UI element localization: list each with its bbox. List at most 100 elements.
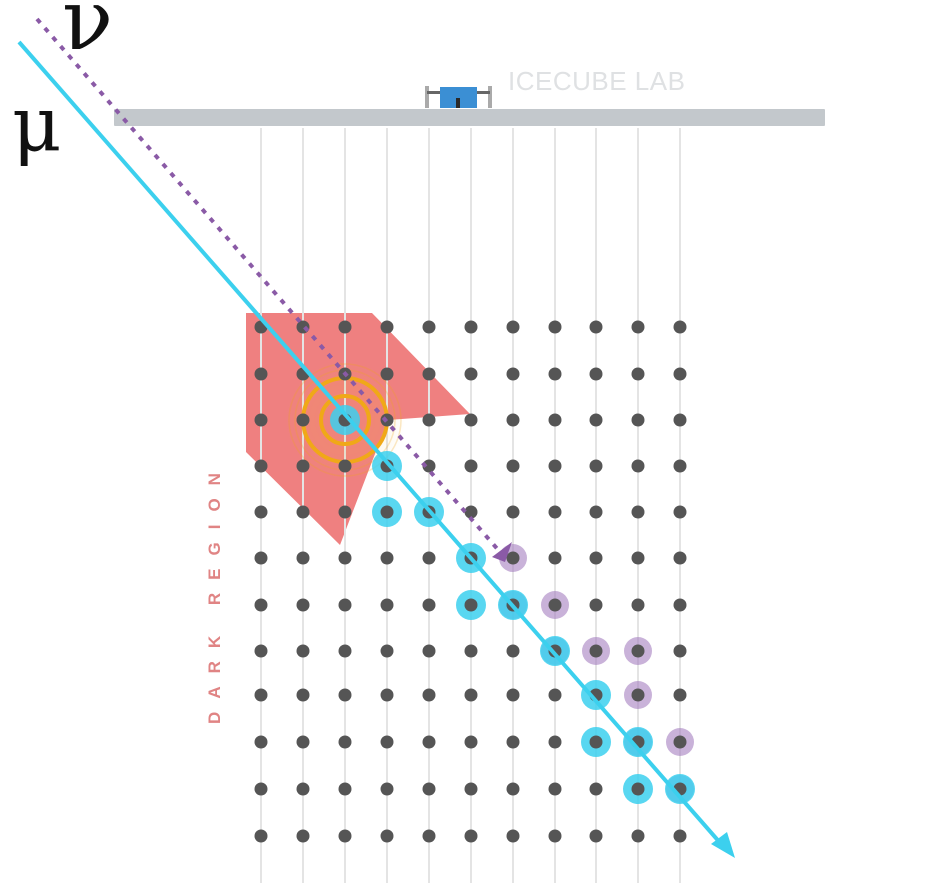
- dom-dot: [464, 782, 478, 796]
- dom-dot: [422, 688, 436, 702]
- dom-dot: [548, 598, 562, 612]
- dom-dot: [422, 829, 436, 843]
- dom-dot: [631, 505, 645, 519]
- dom-dot: [506, 551, 520, 565]
- dom-dot: [338, 505, 352, 519]
- dom-dot: [380, 320, 394, 334]
- dom-dot: [380, 829, 394, 843]
- dom-dot: [548, 688, 562, 702]
- dom-dot: [506, 735, 520, 749]
- dom-dot: [464, 829, 478, 843]
- neutrino-symbol: ν: [62, 0, 114, 69]
- dom-dot: [380, 782, 394, 796]
- dom-dot: [506, 413, 520, 427]
- dom-dot: [254, 598, 268, 612]
- dom-dot: [631, 598, 645, 612]
- dom-dot: [631, 367, 645, 381]
- dom-dot: [380, 459, 394, 473]
- dom-dot: [296, 735, 310, 749]
- dom-dot: [548, 320, 562, 334]
- dom-dot: [338, 551, 352, 565]
- muon-track: [17, 40, 724, 847]
- dom-dot: [338, 459, 352, 473]
- dom-dot: [254, 413, 268, 427]
- dom-dot: [422, 551, 436, 565]
- lab-label: ICECUBE LAB: [508, 66, 686, 96]
- dom-dot: [338, 688, 352, 702]
- dom-dot: [631, 320, 645, 334]
- dom-dot: [254, 367, 268, 381]
- dom-dot: [506, 367, 520, 381]
- dom-dot: [589, 413, 603, 427]
- interaction-ring-faint: [288, 363, 402, 477]
- dom-dot: [673, 688, 687, 702]
- dom-dot: [422, 459, 436, 473]
- dom-dot: [254, 735, 268, 749]
- dom-dot: [380, 505, 394, 519]
- dom-dot: [589, 598, 603, 612]
- dom-dot: [296, 644, 310, 658]
- dom-dot: [506, 459, 520, 473]
- dom-dot: [254, 644, 268, 658]
- dom-dot: [548, 829, 562, 843]
- dom-dot: [673, 829, 687, 843]
- dom-dot: [589, 782, 603, 796]
- dom-dot: [338, 598, 352, 612]
- dom-dot: [338, 644, 352, 658]
- dom-dot: [631, 459, 645, 473]
- dom-dot: [464, 735, 478, 749]
- dom-dot: [254, 782, 268, 796]
- dom-dot: [422, 782, 436, 796]
- neutrino-arrow-icon: [492, 542, 512, 562]
- dom-dot: [673, 735, 687, 749]
- dom-dot: [506, 829, 520, 843]
- dom-dot: [673, 505, 687, 519]
- dom-dot: [589, 644, 603, 658]
- dom-dot: [380, 735, 394, 749]
- dom-dot: [589, 367, 603, 381]
- dom-dot: [548, 782, 562, 796]
- dom-dot: [254, 459, 268, 473]
- dom-dot: [296, 829, 310, 843]
- dom-dot: [506, 688, 520, 702]
- dom-dot: [338, 735, 352, 749]
- dom-dot: [464, 644, 478, 658]
- dom-dot: [464, 598, 478, 612]
- dom-dot: [338, 829, 352, 843]
- dom-dot: [631, 551, 645, 565]
- dom-dot: [589, 459, 603, 473]
- dom-dot: [464, 459, 478, 473]
- dom-dot: [506, 644, 520, 658]
- dom-dot: [296, 413, 310, 427]
- dom-dot: [673, 320, 687, 334]
- dom-dot: [380, 644, 394, 658]
- dom-dot: [506, 782, 520, 796]
- interaction-ring-inner: [319, 394, 371, 446]
- dom-dot: [673, 459, 687, 473]
- dom-dot: [673, 413, 687, 427]
- muon-symbol: μ: [12, 79, 62, 168]
- dom-dot: [338, 320, 352, 334]
- dom-dot: [296, 505, 310, 519]
- dom-dot: [673, 551, 687, 565]
- dom-dot: [464, 505, 478, 519]
- dom-dot: [380, 598, 394, 612]
- dom-dot: [673, 598, 687, 612]
- dom-dot: [380, 367, 394, 381]
- dom-dot: [254, 551, 268, 565]
- dom-dot: [296, 688, 310, 702]
- dom-dot: [589, 505, 603, 519]
- dom-dot: [631, 644, 645, 658]
- dom-dot: [296, 459, 310, 473]
- dom-dot: [296, 598, 310, 612]
- dom-dot: [673, 367, 687, 381]
- dom-dot: [464, 688, 478, 702]
- dom-dot: [631, 829, 645, 843]
- dom-dot: [673, 644, 687, 658]
- neutrino-track: [35, 17, 502, 554]
- dom-dot: [589, 551, 603, 565]
- muon-arrow-icon: [711, 832, 735, 858]
- dom-dot: [548, 367, 562, 381]
